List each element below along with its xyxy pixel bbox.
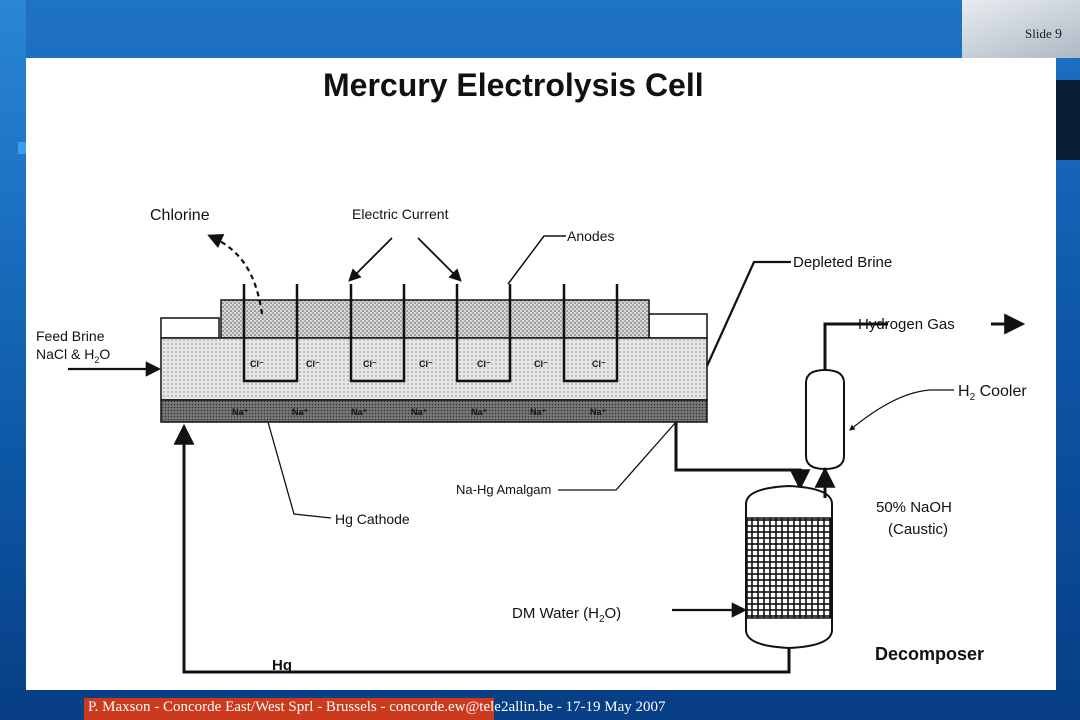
chloride-ion: Cl⁻ (592, 359, 606, 369)
chloride-ion: Cl⁻ (477, 359, 491, 369)
feed-brine-label: Feed Brine (36, 328, 105, 344)
chloride-ion: Cl⁻ (419, 359, 433, 369)
chloride-ion: Cl⁻ (363, 359, 377, 369)
slide-label-text: Slide (1025, 26, 1052, 41)
chloride-ion: Cl⁻ (306, 359, 320, 369)
chloride-ion: Cl⁻ (534, 359, 548, 369)
hg-cathode-leader (267, 421, 332, 519)
chlorine-arrow (207, 234, 264, 315)
hg-label: Hg (272, 657, 292, 674)
diagram-panel: Mercury Electrolysis Cell Cl⁻ Cl⁻ Cl⁻ Cl… (26, 58, 1056, 690)
footer-text: P. Maxson - Concorde East/West Sprl - Br… (88, 699, 666, 715)
feed-brine-formula: NaCl & H2O (36, 346, 110, 365)
chlorine-label: Chlorine (150, 207, 210, 224)
decomposer-vessel (745, 484, 833, 650)
sodium-ion: Na⁺ (590, 407, 607, 417)
slide-number: Slide 9 (1025, 26, 1062, 43)
sodium-ions: Na⁺ Na⁺ Na⁺ Na⁺ Na⁺ Na⁺ Na⁺ (232, 407, 607, 417)
chloride-ions: Cl⁻ Cl⁻ Cl⁻ Cl⁻ Cl⁻ Cl⁻ Cl⁻ (250, 359, 606, 369)
naoh-label: 50% NaOH (876, 499, 952, 516)
depleted-brine-label: Depleted Brine (793, 254, 892, 271)
diagram-title: Mercury Electrolysis Cell (323, 67, 704, 103)
anode-rods (242, 284, 619, 383)
anode-cover (220, 299, 650, 339)
hydrogen-gas-label: Hydrogen Gas (858, 316, 955, 333)
hydrogen-pipe (823, 322, 888, 370)
naoh-caustic-label: (Caustic) (888, 521, 948, 538)
electrolysis-cell (160, 284, 708, 423)
amalgam-label: Na-Hg Amalgam (456, 482, 551, 497)
h2-cooler (805, 368, 845, 471)
slide-number-value: 9 (1055, 27, 1062, 42)
current-arrow-left (348, 237, 393, 282)
sodium-ion: Na⁺ (292, 407, 309, 417)
hg-cathode-label: Hg Cathode (335, 511, 410, 527)
anodes-label: Anodes (567, 228, 614, 244)
decomposer-label: Decomposer (875, 644, 984, 664)
electric-current-label: Electric Current (352, 206, 449, 222)
h2-cooler-label: H2 Cooler (958, 383, 1027, 403)
chloride-ion: Cl⁻ (250, 359, 264, 369)
anodes-leader (507, 235, 566, 285)
mercury-cathode-layer (160, 399, 708, 423)
sodium-ion: Na⁺ (471, 407, 488, 417)
right-decor-block (1056, 80, 1080, 160)
sodium-ion: Na⁺ (232, 407, 249, 417)
h2-cooler-leader (849, 389, 954, 431)
dm-water-label: DM Water (H2O) (512, 605, 621, 625)
mercury-return-pipe (173, 423, 791, 674)
sodium-ion: Na⁺ (351, 407, 368, 417)
current-arrow-right (417, 237, 462, 282)
amalgam-leader (558, 421, 677, 491)
sodium-ion: Na⁺ (530, 407, 547, 417)
footer-highlight (84, 698, 494, 720)
amalgam-pipe (674, 422, 811, 491)
left-decor-strip (0, 0, 26, 720)
electrolysis-diagram: Mercury Electrolysis Cell Cl⁻ Cl⁻ Cl⁻ Cl… (36, 67, 1027, 674)
sodium-ion: Na⁺ (411, 407, 428, 417)
depleted-brine-line (705, 260, 791, 367)
slide-number-tab (962, 0, 1080, 58)
